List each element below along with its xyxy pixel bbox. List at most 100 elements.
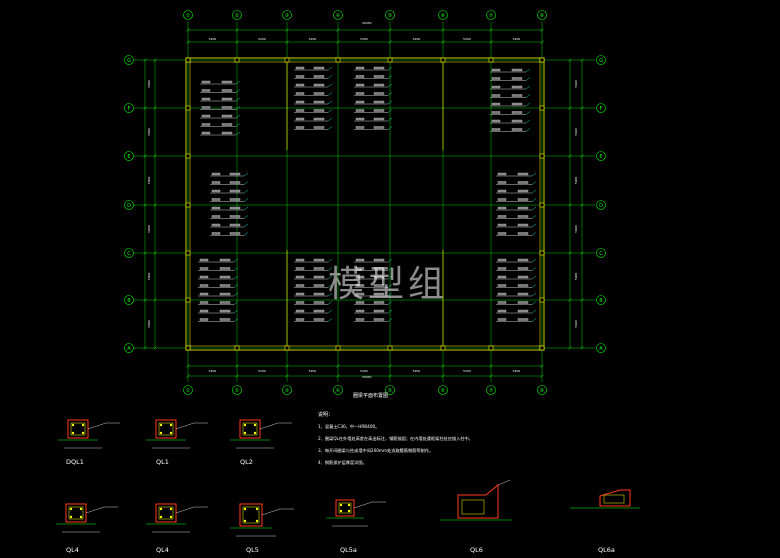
dim-tick <box>580 251 584 255</box>
axis-label: ④ <box>336 13 341 19</box>
tag-text <box>211 232 221 235</box>
value-text <box>517 206 529 210</box>
leader-tick <box>387 267 393 271</box>
leader-tick <box>531 301 537 305</box>
axis-bubble <box>438 385 448 395</box>
axis-label: ⑤ <box>388 388 392 394</box>
tag-text <box>211 189 221 193</box>
value-text <box>229 198 241 201</box>
dim-tick <box>235 374 239 378</box>
dim-tick <box>388 374 392 378</box>
value-text <box>373 126 385 129</box>
value-text <box>517 275 529 279</box>
tag-text <box>201 114 211 118</box>
section-ql6a <box>570 489 640 509</box>
tag-text <box>295 275 305 279</box>
tag-text <box>497 215 507 218</box>
row-dim: 5900 <box>574 177 578 185</box>
dim-tick <box>153 251 157 255</box>
tag-text <box>295 267 305 270</box>
tag-text <box>295 258 305 262</box>
column <box>185 250 191 256</box>
tag-text <box>497 206 507 210</box>
tag-text <box>491 111 501 114</box>
axis-label: G <box>127 58 131 64</box>
value-text <box>219 301 231 304</box>
value-text <box>229 206 241 210</box>
value-text <box>517 232 529 235</box>
axis-label: ① <box>186 388 191 394</box>
leader-tick <box>387 75 393 79</box>
dim-tick <box>235 364 239 368</box>
dim-tick <box>540 364 544 368</box>
value-text <box>511 77 523 80</box>
axis-bubble <box>124 295 134 305</box>
leader-tick <box>327 75 333 79</box>
value-text <box>373 66 385 70</box>
rebar-dot <box>81 431 85 435</box>
value-text <box>313 258 325 262</box>
tag-text <box>211 215 221 218</box>
leader-tick <box>243 181 249 185</box>
value-text <box>517 189 529 193</box>
note-line: 3、每开间圈梁与柱或墙中间200mm处选取腰筋钢筋等制作。 <box>318 447 433 454</box>
leader-tick <box>235 106 241 110</box>
bay-dim: 5200 <box>209 37 217 41</box>
leader-tick <box>531 318 537 322</box>
leader-tick <box>233 309 239 314</box>
section-outline <box>599 489 631 507</box>
rebar-dot <box>253 423 257 427</box>
column <box>185 202 191 208</box>
rebar-dot <box>243 431 247 435</box>
bay-dim: 5200 <box>413 37 421 41</box>
tag-text <box>199 309 209 313</box>
leader-tick <box>387 83 393 88</box>
axis-bubble <box>385 10 395 20</box>
axis-bubble <box>183 10 193 20</box>
dim-tick <box>336 364 340 368</box>
row-dim: 5900 <box>574 225 578 233</box>
tag-text <box>355 100 365 104</box>
section-label-ql4: QL4 <box>66 546 79 554</box>
dim-tick <box>580 106 584 110</box>
leader-tick <box>387 92 393 96</box>
leader-tick <box>531 275 537 280</box>
row-dim: 5900 <box>574 80 578 88</box>
dim-tick <box>336 374 340 378</box>
dim-tick <box>285 364 289 368</box>
axis-bubble <box>183 385 193 395</box>
value-text <box>517 172 529 176</box>
axis-label: ⑧ <box>540 13 545 19</box>
value-text <box>313 267 325 270</box>
rebar-dot <box>79 515 83 519</box>
stirrup <box>68 506 84 520</box>
column <box>539 105 545 111</box>
column <box>440 345 446 351</box>
tag-text <box>199 318 209 321</box>
leader-tick <box>243 172 249 177</box>
section-label-ql6a: QL6a <box>598 546 615 554</box>
value-text <box>373 301 385 304</box>
dim-tick <box>568 298 572 302</box>
leader-tick <box>531 189 537 194</box>
leader-tick <box>235 131 241 136</box>
leader-tick <box>327 275 333 280</box>
dim-tick <box>336 40 340 44</box>
rebar-dot <box>71 431 75 435</box>
column <box>539 297 545 303</box>
value-text <box>373 258 385 262</box>
leader-tick <box>387 117 393 122</box>
value-text <box>313 75 325 78</box>
dim-tick <box>568 346 572 350</box>
leader-tick <box>327 301 333 305</box>
tag-text <box>211 223 221 227</box>
rebar-dot <box>159 431 163 435</box>
leader-tick <box>233 292 239 297</box>
leader-tick <box>327 318 333 322</box>
dim-tick <box>143 203 147 207</box>
leader-tick <box>233 258 239 263</box>
column <box>539 57 545 63</box>
outer-wall <box>185 57 545 351</box>
rebar-dot <box>169 507 173 511</box>
